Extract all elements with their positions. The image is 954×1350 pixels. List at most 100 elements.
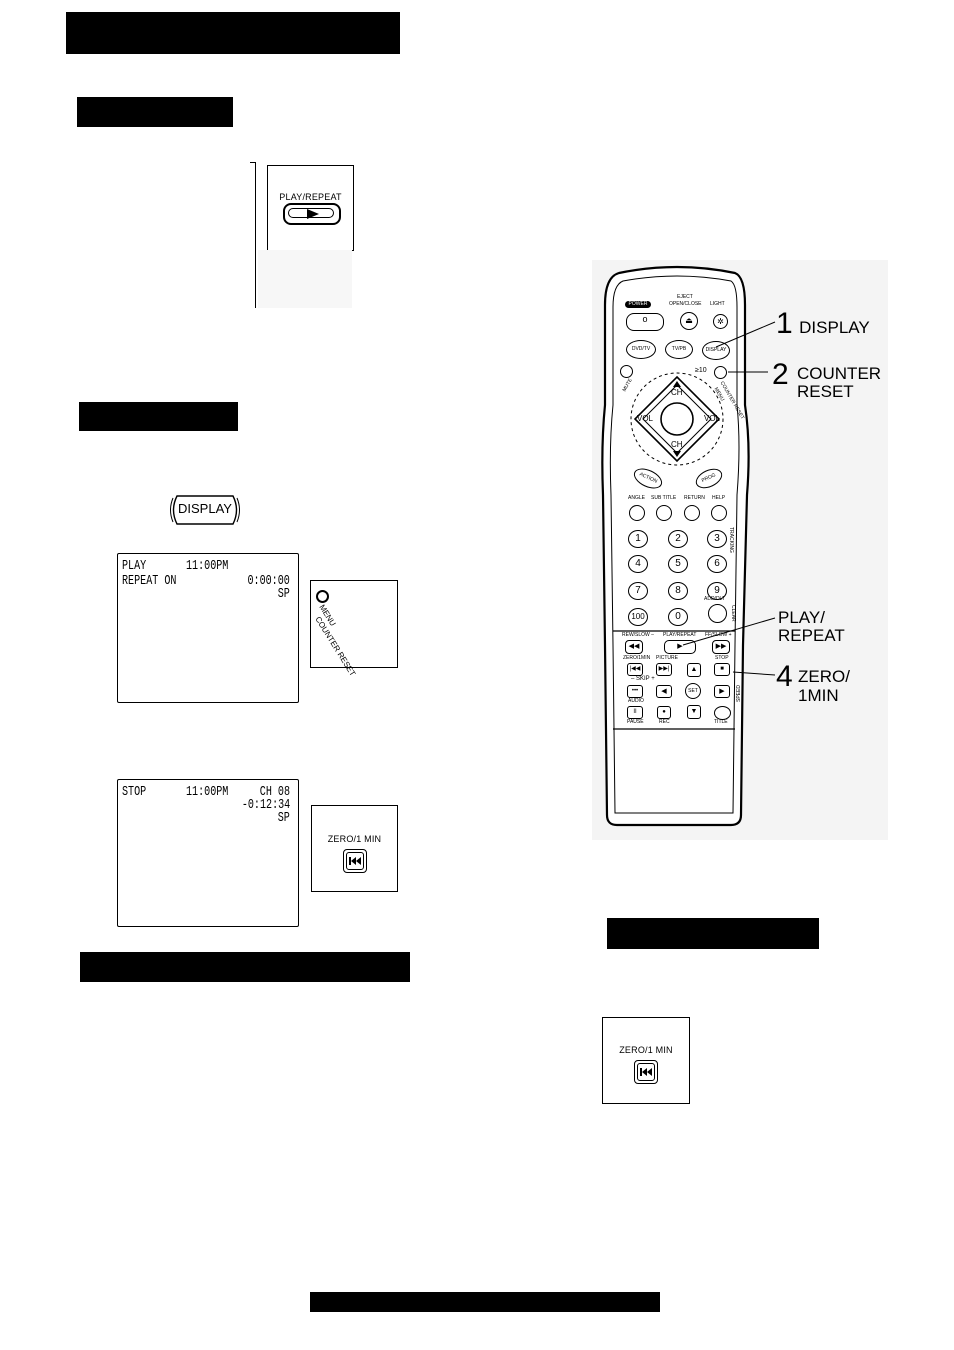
ch-down-label[interactable]: CH: [671, 440, 683, 449]
play-repeat-label: PLAY/REPEAT: [279, 192, 342, 202]
clear-label: CLEAR: [730, 605, 736, 622]
zero-1min-panel: ZERO/1 MIN: [311, 805, 398, 892]
digit-2-button[interactable]: 2: [668, 530, 688, 548]
help-label: HELP: [712, 495, 726, 501]
down-arrow-button[interactable]: ▼: [687, 705, 701, 719]
add-dlt-button[interactable]: [708, 604, 727, 623]
digit-9-button[interactable]: 9: [707, 582, 727, 600]
zero-1min-button[interactable]: [343, 849, 367, 873]
angle-button[interactable]: [629, 505, 645, 521]
skip-label: – SKIP +: [631, 676, 655, 682]
rec-label: REC: [659, 719, 670, 725]
osd-mode: PLAY: [122, 558, 147, 574]
zero-1min-remote-button[interactable]: |◀◀: [627, 663, 643, 676]
power-label-pill: POWER: [625, 301, 651, 308]
osd-speed: SP: [277, 586, 290, 602]
skip-back-icon: [640, 1068, 652, 1076]
remote-display-button[interactable]: DISPLAY: [702, 341, 730, 360]
section-heading-bar: [77, 97, 233, 127]
power-button[interactable]: o: [626, 313, 664, 331]
zero-1min-remote-label: ZERO/1MIN: [623, 655, 651, 661]
right-arrow-button[interactable]: ▶: [714, 685, 730, 698]
osd-counter: 0:00:00: [247, 573, 290, 589]
remote-play-button[interactable]: ▶: [664, 640, 696, 654]
left-arrow-button[interactable]: ◀: [656, 685, 672, 698]
remote-display-label: DISPLAY: [705, 347, 727, 353]
bracket-line: [255, 162, 256, 308]
panel-shadow: [258, 250, 352, 308]
play-repeat-remote-label: PLAY/REPEAT: [663, 632, 697, 638]
tracking-label: TRACKING: [728, 527, 734, 553]
dvd-tv-label: DVD/TV: [631, 346, 651, 352]
add-dlt-label: ADD/DLT: [704, 596, 726, 602]
speed-label: SPEED: [736, 685, 742, 702]
ch-up-label[interactable]: CH: [671, 388, 683, 397]
mute-button[interactable]: [620, 365, 633, 378]
digit-3-button[interactable]: 3: [707, 530, 727, 548]
counter-reset-button[interactable]: [316, 590, 329, 603]
dvd-tv-button[interactable]: DVD/TV: [626, 340, 656, 359]
eject-label: EJECT: [677, 294, 693, 300]
callout-text: 1MIN: [798, 686, 839, 705]
ff-button[interactable]: ▶▶: [712, 640, 730, 654]
return-label: RETURN: [684, 495, 705, 501]
digit-100-button[interactable]: 100: [628, 608, 648, 626]
return-button[interactable]: [684, 505, 700, 521]
digit-1-button[interactable]: 1: [628, 530, 648, 548]
picture-label: PICTURE: [656, 655, 678, 661]
callout-number: 4: [776, 660, 793, 693]
play-triangle-icon: [307, 209, 319, 219]
vol-minus-label[interactable]: VOL: [637, 414, 654, 423]
stop-button[interactable]: ■: [714, 663, 730, 676]
callout-number: 1: [776, 307, 793, 340]
callout-text: RESET: [797, 382, 854, 401]
callout-text: REPEAT: [778, 626, 845, 645]
osd-channel: CH 08: [259, 784, 290, 800]
callout-text: PLAY/: [778, 608, 825, 627]
set-button[interactable]: SET: [685, 683, 701, 699]
bracket-tick: [250, 162, 255, 163]
power-label: POWER: [628, 301, 648, 307]
display-button[interactable]: DISPLAY: [169, 494, 241, 526]
help-button[interactable]: [711, 505, 727, 521]
stop-label: STOP: [715, 655, 729, 661]
callout-number: 2: [772, 358, 789, 391]
rew-button[interactable]: ◀◀: [625, 640, 643, 654]
digit-7-button[interactable]: 7: [628, 582, 648, 600]
tv-screen-stop: STOP 11:00PM CH 08 -0:12:34 SP: [117, 779, 299, 927]
play-repeat-button[interactable]: [283, 203, 341, 225]
picture-button[interactable]: ▶▶|: [656, 663, 672, 676]
ff-slow-label: FF/SLOW +: [705, 632, 732, 638]
play-repeat-panel: PLAY/REPEAT: [267, 165, 354, 251]
digit-5-button[interactable]: 5: [668, 555, 688, 573]
section-heading-bar: [80, 952, 410, 982]
up-arrow-button[interactable]: ▲: [687, 663, 701, 677]
digit-6-button[interactable]: 6: [707, 555, 727, 573]
zero-1min-button[interactable]: [634, 1060, 658, 1084]
audio-label: AUDIO: [628, 698, 644, 704]
tv-screen-play: PLAY 11:00PM REPEAT ON 0:00:00 SP: [117, 553, 299, 703]
osd-time: 11:00PM: [186, 558, 229, 574]
light-label: LIGHT: [710, 301, 725, 307]
digit-8-button[interactable]: 8: [668, 582, 688, 600]
digit-4-button[interactable]: 4: [628, 555, 648, 573]
pause-button[interactable]: II: [627, 706, 643, 719]
eject-button[interactable]: ⏏: [680, 312, 698, 330]
tv-pb-button[interactable]: TV/PB: [665, 340, 693, 359]
digit-0-button[interactable]: 0: [668, 608, 688, 626]
footer-bar: [310, 1292, 660, 1312]
remote-counter-reset-button[interactable]: [714, 366, 727, 379]
audio-dots-button[interactable]: •••: [627, 685, 643, 698]
osd-time: 11:00PM: [186, 784, 229, 800]
page-title-bar: [66, 12, 400, 54]
vol-plus-label[interactable]: VOL: [704, 414, 721, 423]
ge10-label: ≥10: [695, 367, 707, 374]
rec-button[interactable]: ●: [657, 706, 671, 719]
light-button[interactable]: ✲: [713, 314, 728, 329]
section-heading-bar: [79, 402, 238, 431]
osd-mode: STOP: [122, 784, 147, 800]
callout-text: ZERO/: [798, 667, 850, 686]
subtitle-button[interactable]: [656, 505, 672, 521]
title-button[interactable]: [714, 706, 731, 720]
remote-control: EJECT OPEN/CLOSE LIGHT POWER o ⏏ ✲ DVD/T…: [601, 265, 753, 828]
